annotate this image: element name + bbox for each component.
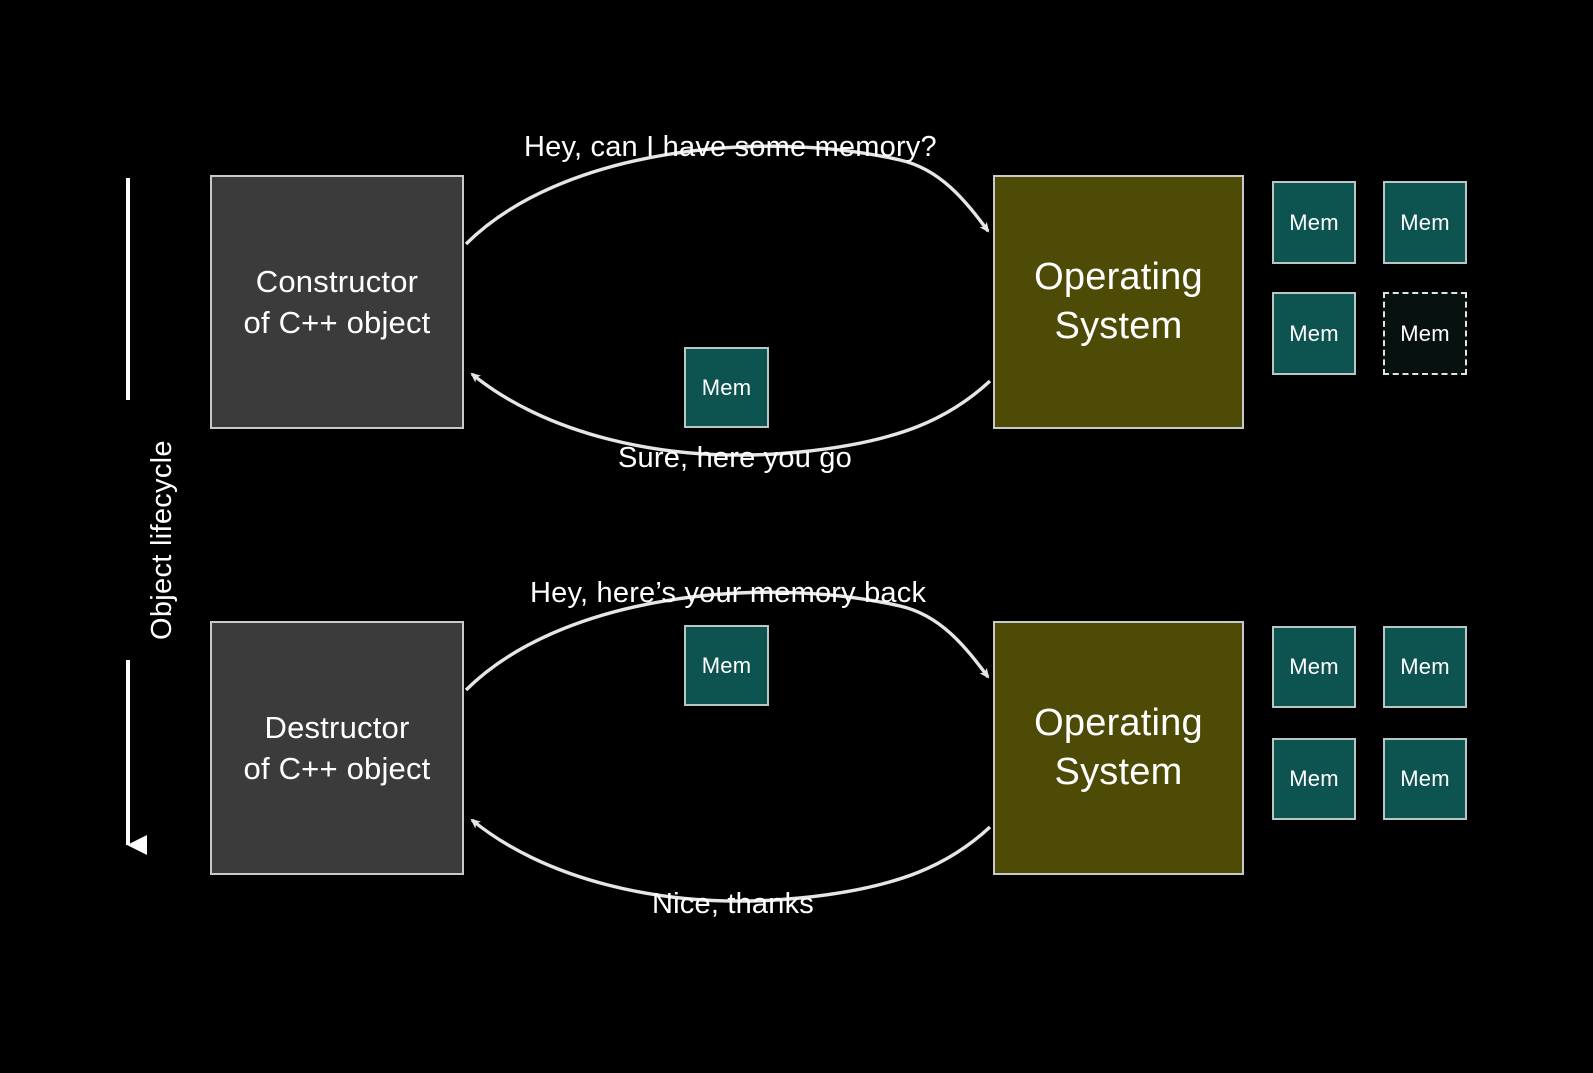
mem-pool-top-block-1[interactable]: Mem [1272,181,1356,264]
object-lifecycle-label: Object lifecycle [146,440,178,640]
caption-response-bottom: Nice, thanks [652,888,814,920]
mem-block-in-transit-top-label: Mem [701,374,752,400]
mem-pool-top-block-4-handed-out[interactable]: Mem [1383,292,1467,375]
caption-request-top: Hey, can I have some memory? [524,131,937,163]
mem-pool-top-block-2-label: Mem [1400,209,1450,235]
mem-block-in-transit-top[interactable]: Mem [684,347,769,428]
destructor-box-text: Destructor of C++ object [244,707,431,789]
operating-system-top-line-2: System [1054,305,1183,347]
operating-system-bottom-text: Operating System [1034,699,1203,796]
mem-pool-top-block-3-label: Mem [1289,320,1339,346]
mem-pool-bottom-block-1[interactable]: Mem [1272,626,1356,708]
mem-pool-bottom-block-1-label: Mem [1289,654,1339,679]
destructor-line-1: Destructor [264,709,410,745]
destructor-box[interactable]: Destructor of C++ object [210,621,464,875]
operating-system-box-top[interactable]: Operating System [993,175,1244,429]
mem-block-in-transit-bottom[interactable]: Mem [684,625,769,706]
constructor-line-2: of C++ object [243,305,431,340]
mem-pool-bottom-block-2[interactable]: Mem [1383,626,1467,708]
mem-pool-bottom-block-2-label: Mem [1400,654,1450,679]
caption-response-top: Sure, here you go [618,442,852,474]
operating-system-box-bottom[interactable]: Operating System [993,621,1244,875]
constructor-line-1: Constructor [255,263,419,299]
destructor-line-2: of C++ object [243,751,431,786]
mem-pool-top-block-4-label: Mem [1400,320,1450,346]
operating-system-bottom-line-2: System [1054,751,1183,793]
mem-pool-bottom-block-3[interactable]: Mem [1272,738,1356,820]
operating-system-top-text: Operating System [1034,253,1203,350]
constructor-box-text: Constructor of C++ object [244,261,431,343]
mem-block-in-transit-bottom-label: Mem [701,652,752,678]
mem-pool-bottom-block-4[interactable]: Mem [1383,738,1467,820]
operating-system-bottom-line-1: Operating [1034,702,1203,745]
mem-pool-bottom-block-3-label: Mem [1289,766,1339,791]
operating-system-top-line-1: Operating [1034,256,1203,299]
mem-pool-top-block-3[interactable]: Mem [1272,292,1356,375]
mem-pool-top-block-2[interactable]: Mem [1383,181,1467,264]
constructor-box[interactable]: Constructor of C++ object [210,175,464,429]
caption-request-bottom: Hey, here’s your memory back [530,577,927,609]
mem-pool-bottom-block-4-label: Mem [1400,766,1450,791]
mem-pool-top-block-1-label: Mem [1289,209,1339,235]
